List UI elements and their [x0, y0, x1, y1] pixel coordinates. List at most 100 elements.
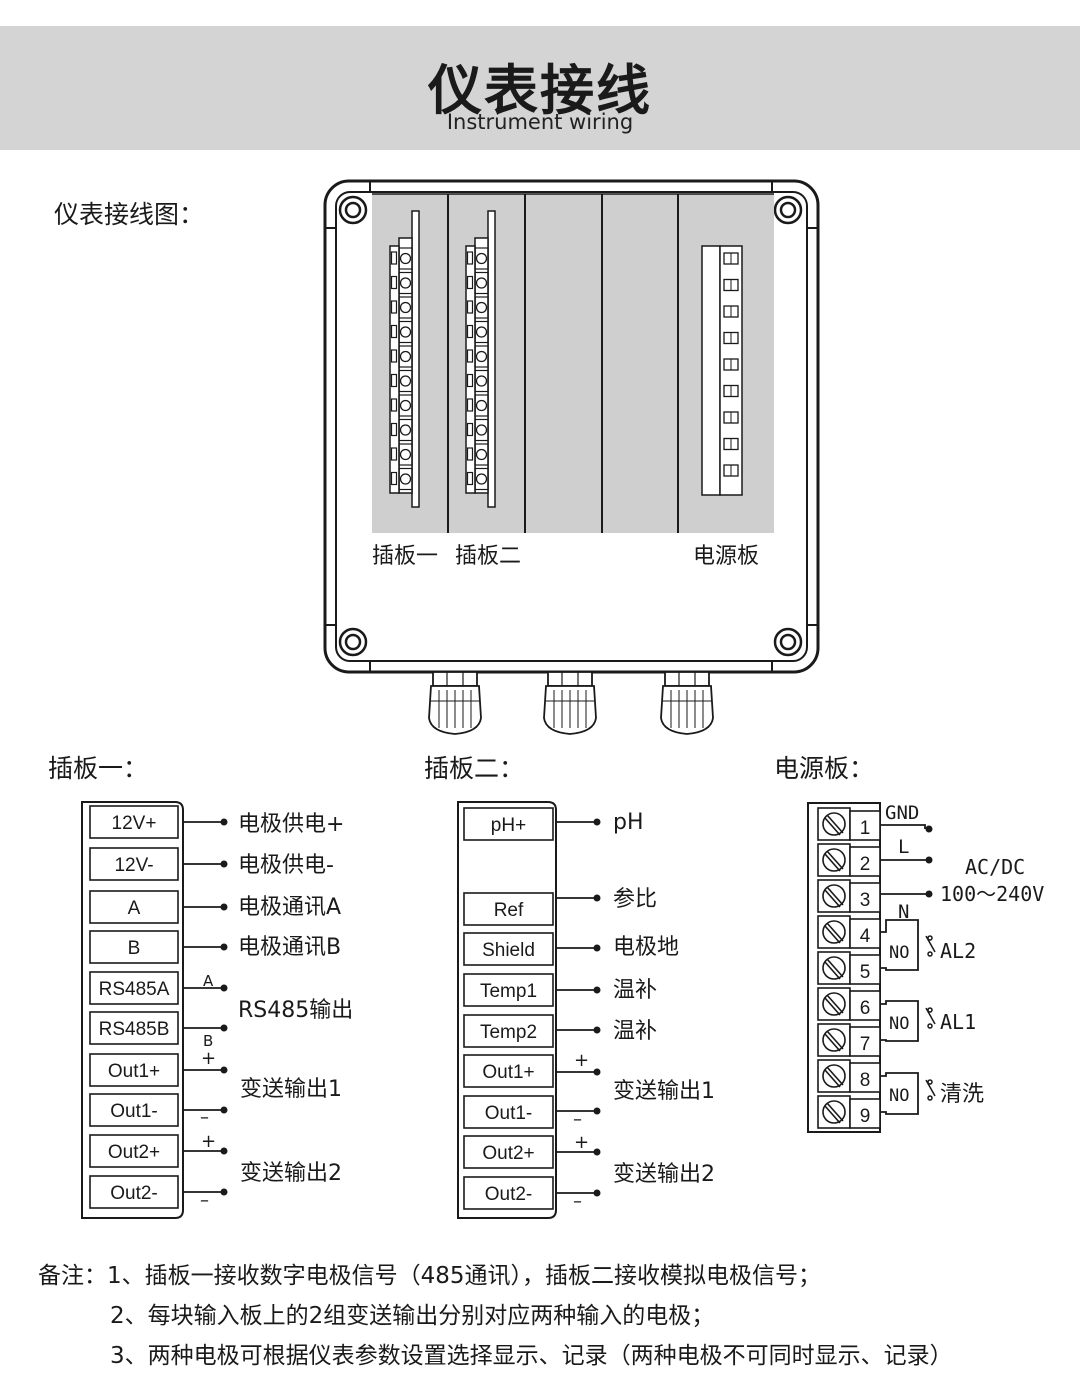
board2-terminal-box	[463, 973, 554, 1007]
board1-wire-end-dot	[220, 1066, 228, 1074]
board2-terminal-box	[463, 1135, 554, 1169]
page-subtitle: Instrument wiring	[446, 110, 634, 134]
note-row-1: 备注：1、插板一接收数字电极信号（485通讯），插板二接收模拟电极信号；	[38, 1256, 953, 1296]
board2-terminal-label: Out2+	[482, 1143, 534, 1164]
board1-terminal-label: 12V+	[112, 813, 157, 834]
relay-label-al2: AL2	[940, 939, 976, 963]
board2-terminal-box	[463, 807, 554, 841]
board1-terminal-box	[89, 805, 179, 839]
power-wire-end-dot	[925, 825, 933, 833]
power-wire-label-l: L	[898, 836, 909, 858]
board1-signal-12v-minus: 电极供电-	[238, 853, 334, 878]
board1-signal-out2: 变送输出2	[240, 1161, 342, 1186]
board1-wire-end-dot	[220, 1024, 228, 1032]
board1-mark-plus-2: +	[201, 1131, 216, 1152]
screw-icon	[773, 195, 803, 225]
note-item: 1、插板一接收数字电极信号（485通讯），插板二接收模拟电极信号；	[107, 1263, 822, 1289]
instrument-enclosure	[323, 179, 820, 735]
board1-wire-end-dot	[220, 903, 228, 911]
power-terminal-number: 8	[860, 1070, 871, 1091]
board1-wire-end-dot	[220, 943, 228, 951]
board1-signal-b: 电极通讯B	[238, 935, 341, 960]
power-board-title: 电源板：	[774, 754, 874, 783]
board1-terminal-label: Out1+	[108, 1061, 160, 1082]
screw-icon	[773, 627, 803, 657]
note-row-3: 3、两种电极可根据仪表参数设置选择显示、记录（两种电极不可同时显示、记录）	[38, 1336, 953, 1376]
board2-terminal-label: Shield	[482, 940, 535, 961]
note-item: 2、每块输入板上的2组变送输出分别对应两种输入的电极；	[110, 1303, 715, 1329]
board1-mark-minus-2: –	[200, 1190, 209, 1211]
board2-signal-temp2: 温补	[613, 1019, 657, 1044]
power-wire-label-n: N	[898, 901, 909, 923]
board2-terminal-box	[463, 932, 554, 966]
header-banner: 仪表接线 Instrument wiring	[0, 26, 1080, 150]
board2-wire-end-dot	[593, 894, 601, 902]
power-terminal-number: 6	[860, 998, 871, 1019]
board2-mark-plus-1: +	[574, 1050, 589, 1071]
board2-wire-end-dot	[593, 818, 601, 826]
power-wire-end-dot	[925, 856, 933, 864]
screw-icon	[338, 627, 368, 657]
power-terminal-number: 1	[860, 818, 871, 839]
board1-wire-end-dot	[220, 984, 228, 992]
board1-wire-end-dot	[220, 1188, 228, 1196]
board2-wire-end-dot	[593, 1148, 601, 1156]
board2-terminal-box	[463, 1095, 554, 1129]
board2-wire-end-dot	[593, 986, 601, 994]
board2-terminal-label: Out1-	[485, 1103, 533, 1124]
board1-wire-end-dot	[220, 860, 228, 868]
board2-terminal-box	[463, 1014, 554, 1048]
board2-wire-end-dot	[593, 1026, 601, 1034]
board1-mark-minus-1: –	[200, 1107, 209, 1128]
board1-terminal-box	[89, 890, 179, 924]
board2-signal-temp1: 温补	[613, 978, 657, 1003]
power-slot-terminal-block	[701, 245, 743, 496]
board1-mark-b: B	[203, 1032, 213, 1050]
relay-label-al1: AL1	[940, 1010, 976, 1034]
power-terminal-number: 5	[860, 962, 871, 983]
power-terminal-number: 3	[860, 890, 871, 911]
slot-1-terminal-block	[389, 210, 420, 508]
power-terminal-number-box	[849, 1062, 881, 1093]
power-terminal-number-box	[849, 846, 881, 877]
power-supply-voltage: 100～240V	[940, 882, 1044, 906]
power-terminal-number: 9	[860, 1106, 871, 1127]
power-wire-label-gnd: GND	[885, 802, 919, 824]
board1-terminal-label: Out2-	[110, 1183, 158, 1204]
board2-signal-out2: 变送输出2	[613, 1162, 715, 1187]
board1-terminal-box	[89, 930, 179, 964]
board2-mark-plus-2: +	[574, 1132, 589, 1153]
board2-terminal-label: Ref	[494, 900, 524, 921]
notes-prefix: 备注：	[38, 1263, 107, 1289]
board1-terminal-box	[89, 1053, 179, 1087]
board2-terminal-box	[463, 892, 554, 926]
board1-mark-a: A	[203, 972, 214, 990]
board1-terminal-label: B	[128, 938, 141, 959]
diagram-label: 仪表接线图：	[54, 200, 205, 229]
board2-terminal-box	[463, 1176, 554, 1210]
board2-terminal-label: pH+	[491, 815, 526, 836]
board2-terminal-label: Temp1	[480, 981, 537, 1002]
board1-terminal-label: Out1-	[110, 1101, 158, 1122]
board2-terminal-label: Temp2	[480, 1022, 537, 1043]
board1-terminal-box	[89, 847, 179, 881]
relay-contact-al2: NO	[889, 943, 909, 963]
relay-label-clean: 清洗	[940, 1082, 984, 1107]
board1-mark-plus-1: +	[201, 1048, 216, 1069]
power-terminal-number-box	[849, 990, 881, 1021]
slot-label-board1: 插板一	[372, 544, 438, 569]
board2-signal-out1: 变送输出1	[613, 1079, 715, 1104]
board2-terminal-label: Out2-	[485, 1184, 533, 1205]
note-item: 3、两种电极可根据仪表参数设置选择显示、记录（两种电极不可同时显示、记录）	[110, 1343, 953, 1369]
power-terminal-number-box	[849, 882, 881, 913]
board2-signal-shield: 电极地	[613, 935, 679, 960]
slot-label-power: 电源板	[693, 544, 759, 569]
board1-signal-out1: 变送输出1	[240, 1077, 342, 1102]
board1-wire-end-dot	[220, 818, 228, 826]
notes-block: 备注：1、插板一接收数字电极信号（485通讯），插板二接收模拟电极信号； 2、每…	[38, 1256, 953, 1376]
slot-2-terminal-block	[465, 210, 496, 508]
power-terminal-number-box	[849, 918, 881, 949]
board1-terminal-label: RS485B	[99, 1019, 170, 1040]
power-terminal-number-box	[849, 1098, 881, 1129]
board2-wire-end-dot	[593, 944, 601, 952]
